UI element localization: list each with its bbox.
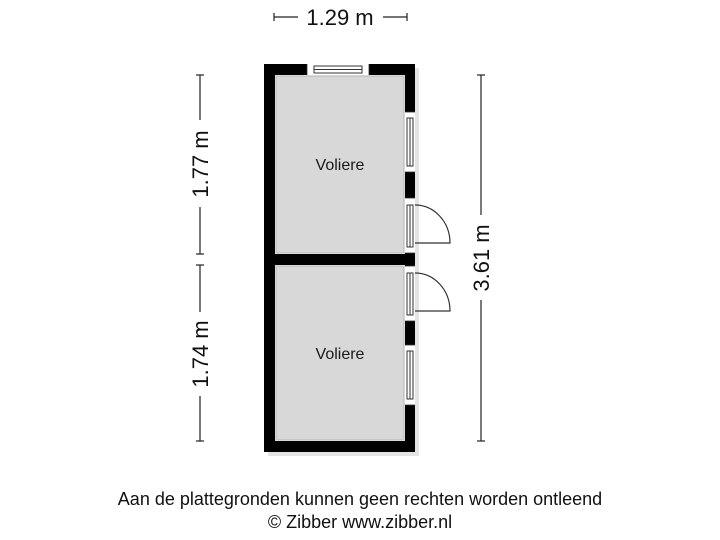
- room-label-bottom: Voliere: [316, 346, 365, 363]
- copyright-text: © Zibber www.zibber.nl: [267, 512, 453, 532]
- dimension-left-lower: [196, 264, 204, 442]
- room-floor-top: [275, 75, 405, 254]
- window-right-upper: [405, 111, 415, 173]
- dimension-right-label: 3.61 m: [469, 224, 494, 291]
- window-top: [306, 64, 370, 75]
- dimension-left-upper-label: 1.77 m: [188, 130, 213, 197]
- dimension-left-upper: [196, 74, 204, 255]
- disclaimer-text: Aan de plattegronden kunnen geen rechten…: [117, 489, 603, 509]
- dimension-right: [477, 74, 485, 442]
- room-floor-top-border: [276, 76, 404, 253]
- dimension-left-lower-label: 1.74 m: [188, 320, 213, 387]
- room-label-top: Voliere: [316, 157, 365, 174]
- middle-wall: [264, 254, 415, 265]
- room-floor-bottom-border: [276, 266, 404, 440]
- door-lower: [405, 265, 451, 322]
- dimension-top-label: 1.29 m: [306, 5, 373, 30]
- door-upper: [405, 197, 451, 254]
- room-floor-bottom: [275, 265, 405, 441]
- window-right-lower: [405, 344, 415, 406]
- dimension-top: [273, 13, 408, 21]
